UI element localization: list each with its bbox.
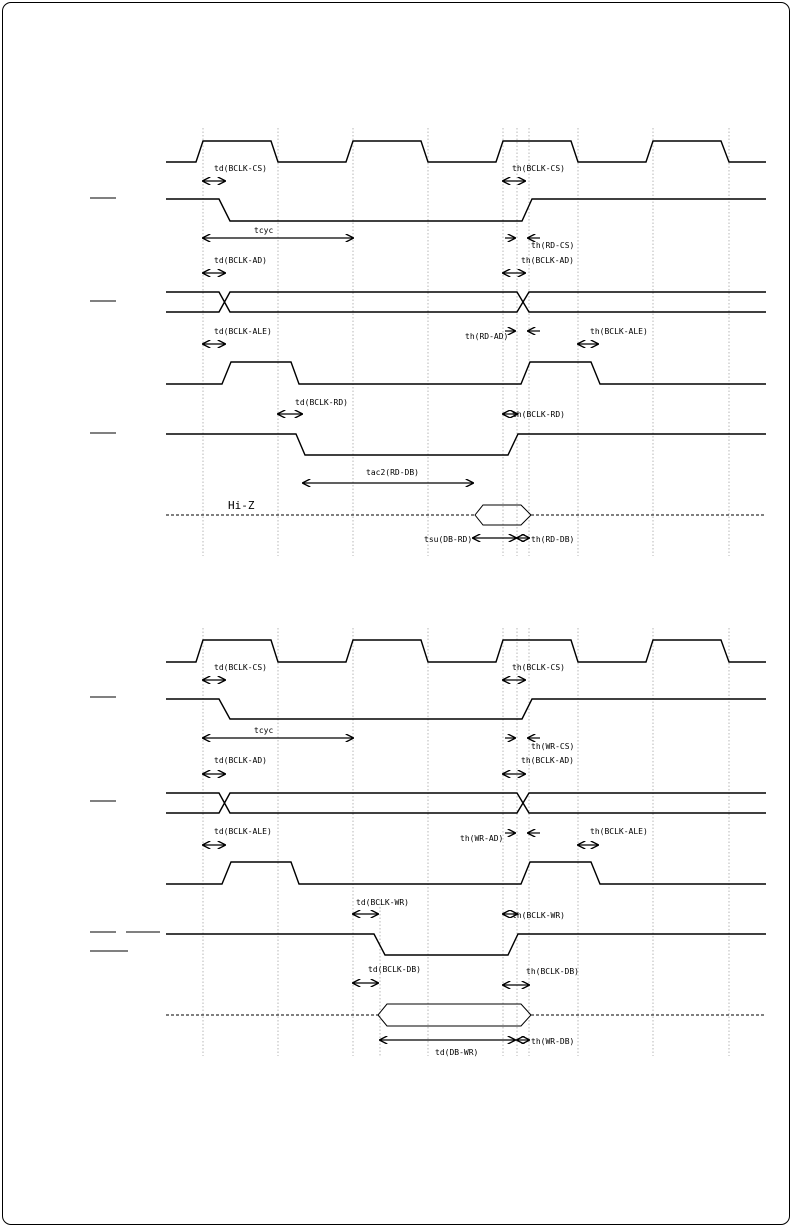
- read-label-th-bclk-ad: th(BCLK-AD): [521, 256, 574, 265]
- write-label-th-bclk-db: th(BCLK-DB): [526, 967, 579, 976]
- read-db-valid-window: [474, 504, 532, 526]
- read-label-th-rd-ad: th(RD-AD): [465, 332, 508, 341]
- write-timing-diagram: td(BCLK-CS) th(BCLK-CS) tcyc th(WR-CS) t…: [90, 628, 766, 1057]
- read-label-th-bclk-cs: th(BCLK-CS): [512, 164, 565, 173]
- write-label-td-bclk-cs: td(BCLK-CS): [214, 663, 267, 672]
- write-label-th-bclk-ale: th(BCLK-ALE): [590, 827, 648, 836]
- read-label-th-rd-db: th(RD-DB): [531, 535, 574, 544]
- read-label-tcyc: tcyc: [254, 226, 273, 235]
- read-rd-waveform: [166, 433, 766, 456]
- read-bclk-waveform: [166, 140, 766, 163]
- write-wr-waveform: [166, 933, 766, 956]
- write-label-th-wr-cs: th(WR-CS): [531, 742, 574, 751]
- write-label-th-bclk-ad: th(BCLK-AD): [521, 756, 574, 765]
- read-guide-lines: [202, 128, 730, 556]
- write-label-td-db-wr: td(DB-WR): [435, 1048, 478, 1057]
- write-label-th-wr-db: th(WR-DB): [531, 1037, 574, 1046]
- read-ale-waveform: [166, 361, 766, 385]
- write-cs-waveform: [166, 698, 766, 720]
- write-ale-waveform: [166, 861, 766, 885]
- write-label-tcyc: tcyc: [254, 726, 273, 735]
- write-label-th-bclk-cs: th(BCLK-CS): [512, 663, 565, 672]
- write-label-td-bclk-wr: td(BCLK-WR): [356, 898, 409, 907]
- write-label-th-wr-ad: th(WR-AD): [460, 834, 503, 843]
- read-label-td-bclk-cs: td(BCLK-CS): [214, 164, 267, 173]
- read-label-tsu-db-rd: tsu(DB-RD): [424, 535, 472, 544]
- write-bclk-waveform: [166, 639, 766, 663]
- write-ad-bus-waveform: [166, 792, 766, 814]
- read-ad-bus-waveform: [166, 291, 766, 313]
- read-label-hi-z: Hi-Z: [228, 499, 255, 512]
- read-label-th-bclk-rd: th(BCLK-RD): [512, 410, 565, 419]
- read-label-th-bclk-ale: th(BCLK-ALE): [590, 327, 648, 336]
- read-label-td-bclk-rd: td(BCLK-RD): [295, 398, 348, 407]
- read-label-tac2-rd-db: tac2(RD-DB): [366, 468, 419, 477]
- read-label-th-rd-cs: th(RD-CS): [531, 241, 574, 250]
- read-label-td-bclk-ad: td(BCLK-AD): [214, 256, 267, 265]
- write-label-td-bclk-ale: td(BCLK-ALE): [214, 827, 272, 836]
- read-label-td-bclk-ale: td(BCLK-ALE): [214, 327, 272, 336]
- write-label-td-bclk-db: td(BCLK-DB): [368, 965, 421, 974]
- write-label-td-bclk-ad: td(BCLK-AD): [214, 756, 267, 765]
- read-timing-diagram: td(BCLK-CS) th(BCLK-CS) tcyc th(RD-CS) t…: [90, 128, 766, 556]
- write-db-valid-window: [377, 1003, 532, 1027]
- write-label-th-bclk-wr: th(BCLK-WR): [512, 911, 565, 920]
- read-cs-waveform: [166, 198, 766, 222]
